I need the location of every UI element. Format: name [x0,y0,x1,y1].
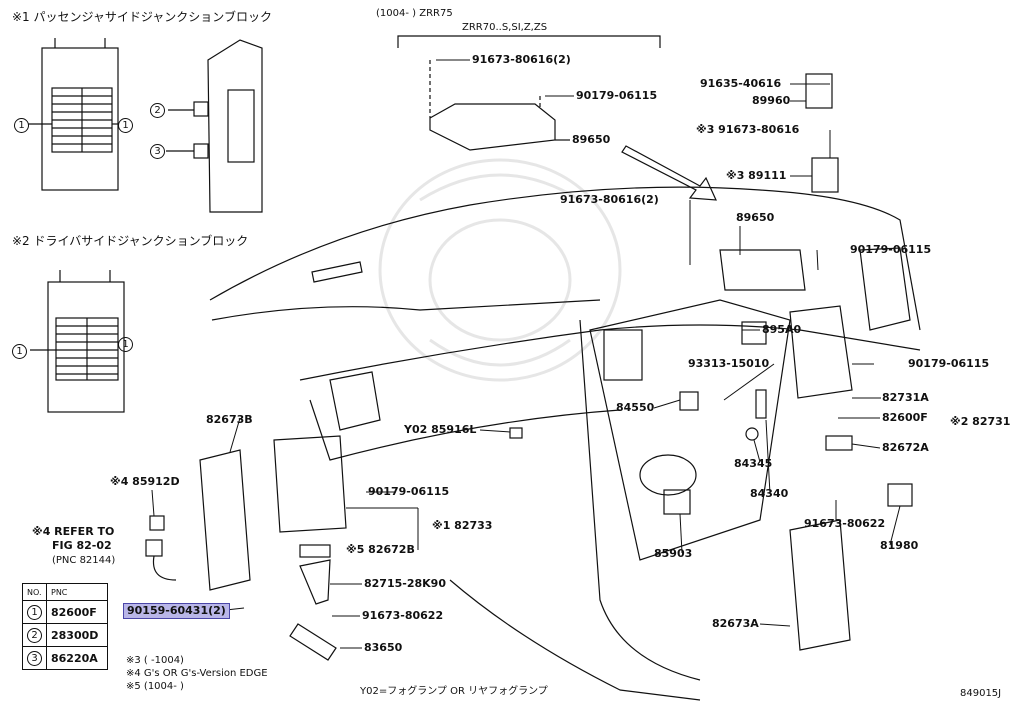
part-label[interactable]: ※3 89111 [726,169,787,182]
table-header-no: NO. [22,583,47,601]
part-label[interactable]: 89650 [572,133,611,146]
part-label[interactable]: 91635-40616 [700,77,782,90]
part-label[interactable]: 91673-80622 [362,609,444,622]
part-label[interactable]: 90179-06115 [576,89,658,102]
part-label[interactable]: 82600F [882,411,928,424]
callout-3: 3 [150,144,165,159]
part-label[interactable]: ※2 82731 [950,415,1011,428]
part-label[interactable]: 90179-06115 [368,485,450,498]
table-row: 1 82600F [22,600,108,624]
part-label[interactable]: 82672A [882,441,929,454]
highlighted-part-label[interactable]: 90159-60431(2) [123,603,230,619]
diagram-code: 849015J [960,688,1002,699]
part-label[interactable]: 93313-15010 [688,357,770,370]
table-header-row: NO. PNC [22,583,108,601]
part-label[interactable]: 90179-06115 [908,357,990,370]
part-label[interactable]: ※3 91673-80616 [696,123,800,136]
part-label[interactable]: ※1 82733 [432,519,493,532]
right-modules-drawing [741,73,913,651]
part-label[interactable]: 84550 [616,401,655,414]
driver-junction-block-drawing [30,270,125,413]
part-label[interactable]: Y02 85916L [404,423,477,436]
row-pnc[interactable]: 28300D [46,623,108,647]
passenger-junction-block-drawing [28,38,263,213]
pnc-table: NO. PNC 1 82600F 2 28300D 3 86220A [22,583,108,670]
inset1-title: ※1 パッセンジャサイドジャンクションブロック [12,10,272,24]
part-label[interactable]: 89650 [736,211,775,224]
model-range: (1004- ) ZRR75 [376,8,453,19]
direction-arrow [621,145,717,201]
callout-1-right: 1 [118,118,133,133]
table-header-pnc: PNC [46,583,108,601]
note-4: ※4 G's OR G's-Version EDGE [126,668,268,679]
callout-1-driver-left: 1 [12,344,27,359]
reference-pnc: (PNC 82144) [52,555,116,566]
model-bracket [397,35,661,48]
part-label[interactable]: 89960 [752,94,791,107]
row-pnc[interactable]: 82600F [46,600,108,624]
model-list: ZRR70..S,SI,Z,ZS [462,22,548,33]
leader-lines [151,59,901,649]
row-number: 2 [27,627,42,643]
part-label[interactable]: 82673A [712,617,759,630]
y02-legend: Y02=フォグランプ OR リヤフォグランプ [360,686,548,697]
part-label[interactable]: ※4 85912D [110,475,180,488]
inset2-title: ※2 ドライバサイドジャンクションブロック [12,234,249,248]
part-label[interactable]: 84345 [734,457,773,470]
part-label[interactable]: 84340 [750,487,789,500]
part-label[interactable]: ※5 82672B [346,543,415,556]
part-label[interactable]: 91673-80616(2) [560,193,659,206]
part-label[interactable]: 81980 [880,539,919,552]
callout-1-left: 1 [14,118,29,133]
row-number: 3 [27,650,42,666]
callout-2: 2 [150,103,165,118]
table-row: 2 28300D [22,623,108,647]
part-label[interactable]: 85903 [654,547,693,560]
part-label[interactable]: 91673-80622 [804,517,886,530]
part-label[interactable]: 82715-28K90 [364,577,446,590]
part-label[interactable]: 90179-06115 [850,243,932,256]
callout-1-driver-right: 1 [118,337,133,352]
row-pnc[interactable]: 86220A [46,646,108,670]
note-5: ※5 (1004- ) [126,681,184,692]
watermark-emblem [378,158,622,382]
part-label[interactable]: 82673B [206,413,253,426]
row-number: 1 [27,604,42,620]
note-3: ※3 ( -1004) [126,655,184,666]
airbag-sensor-drawing [429,60,570,151]
part-label[interactable]: 82731A [882,391,929,404]
part-label[interactable]: 895A0 [762,323,802,336]
reference-note: ※4 REFER TO [32,525,115,538]
part-label[interactable]: 83650 [364,641,403,654]
table-row: 3 86220A [22,646,108,670]
left-modules-drawing [145,389,853,661]
instrument-panel-drawing [209,186,921,701]
part-label[interactable]: 91673-80616(2) [472,53,571,66]
reference-figure[interactable]: FIG 82-02 [52,539,112,552]
